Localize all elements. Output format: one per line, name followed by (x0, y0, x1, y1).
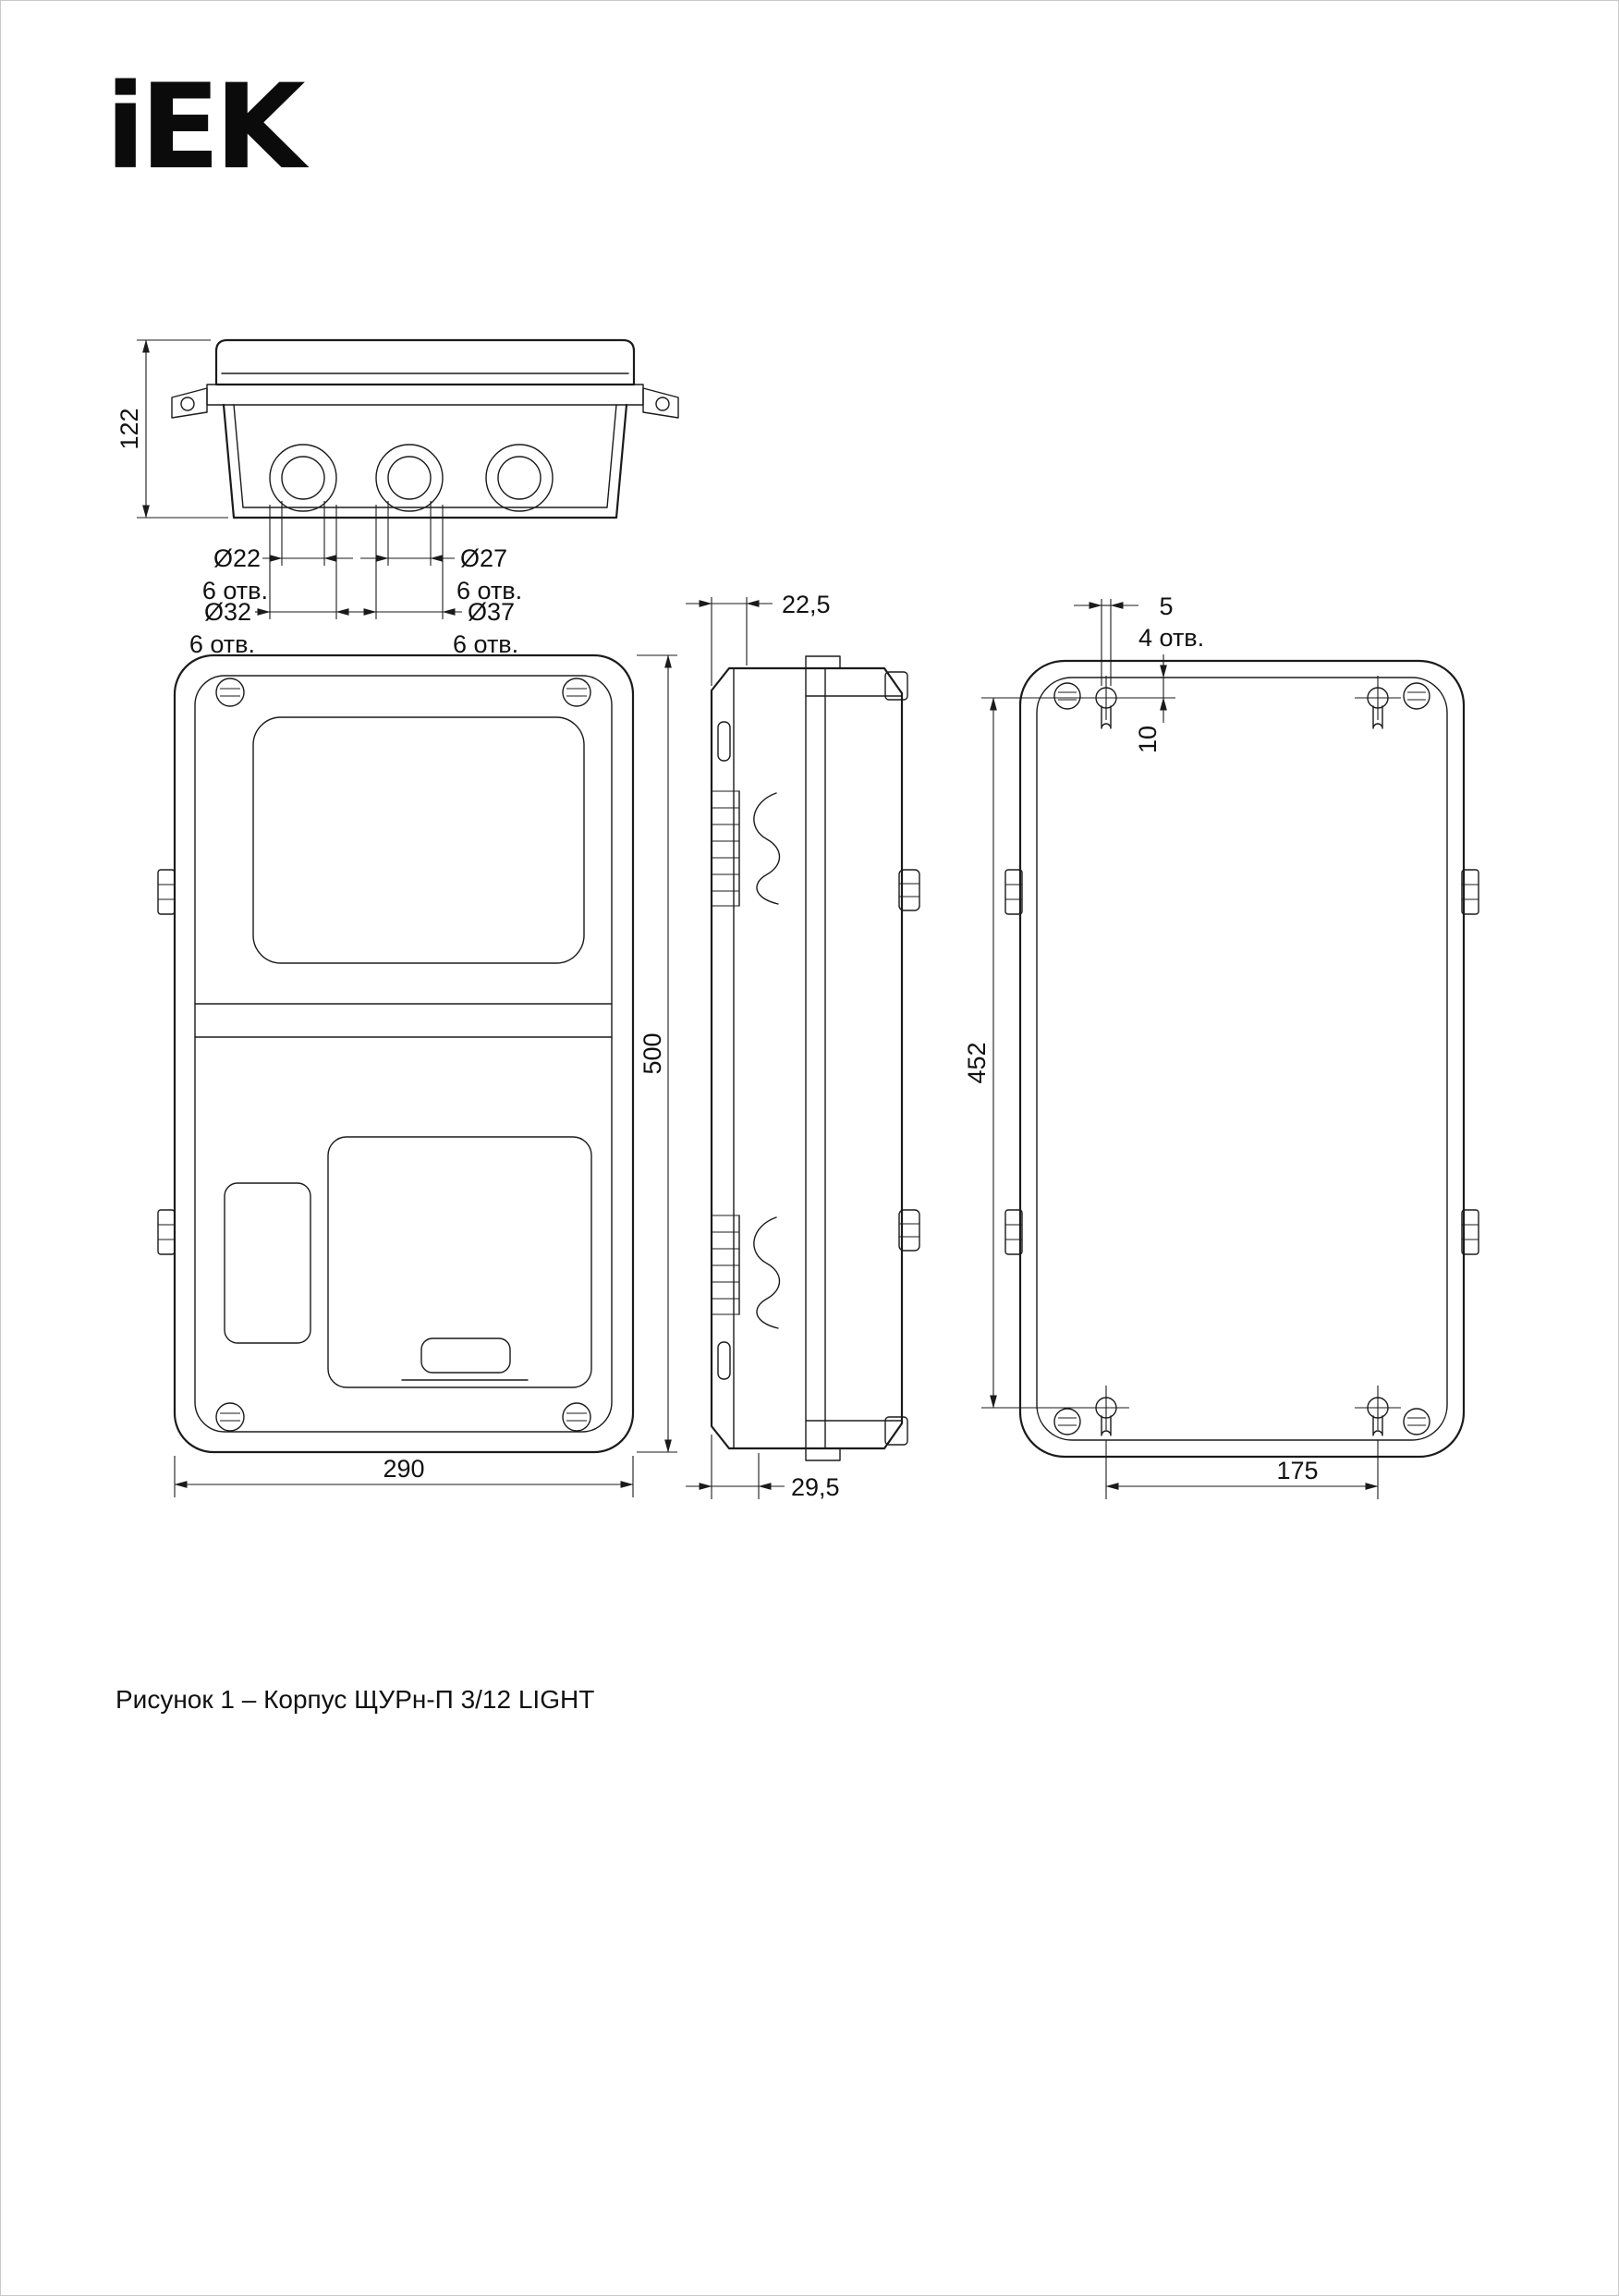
knockout-dia-label-0: Ø22 (213, 544, 261, 572)
dim-label-depth: 122 (116, 408, 143, 449)
hinge-lug-upper (898, 869, 920, 911)
knockout-dia-label-2: Ø32 (204, 598, 251, 626)
vent-ladder-lower (712, 1215, 740, 1315)
corner-screw (215, 1402, 245, 1432)
dim-label-back-slot-width: 5 (1159, 592, 1173, 620)
cable-knockout-3 (485, 444, 554, 512)
corner-screw (1053, 1408, 1081, 1435)
side-view: 22,5 29,5 (686, 591, 920, 1501)
dim-label-front-height: 500 (639, 1032, 666, 1074)
label-plate (224, 1182, 311, 1344)
dim-label-front-width: 290 (383, 1455, 424, 1483)
latch-grip (401, 1337, 529, 1381)
latch-clip-bottom (884, 1416, 908, 1446)
back-view: 5 4 отв. 10 452 175 (963, 592, 1479, 1499)
cable-knockout-1 (269, 444, 337, 512)
side-slot-upper (717, 721, 731, 762)
mounting-keyhole (1355, 1386, 1401, 1436)
dim-depth: 122 (116, 339, 228, 519)
din-clip-upper (753, 792, 781, 905)
corner-screw (215, 678, 245, 707)
dim-back-hole-offset: 10 (1129, 654, 1175, 753)
dim-label-back-mount-width: 175 (1276, 1457, 1318, 1484)
front-outline (173, 653, 635, 1454)
cable-knockout-2 (375, 444, 444, 512)
iek-logo: iEK (105, 58, 310, 195)
dim-front-width: 290 (174, 1455, 634, 1497)
knockout-count-label-0: 6 отв. (202, 577, 268, 605)
corner-screw (1403, 1408, 1430, 1435)
knockout-dia-label-1: Ø27 (460, 544, 507, 572)
dim-back-mount-height: 452 (963, 697, 1083, 1409)
dim-front-height: 500 (637, 654, 677, 1453)
hatch-door (327, 1136, 592, 1388)
front-door-face (194, 675, 613, 1433)
knockout-count-label-2: 6 отв. (189, 630, 255, 658)
back-inner-face (1036, 677, 1448, 1441)
knockout-dims: Ø22 6 отв. Ø27 6 отв. Ø32 6 отв. Ø37 (189, 501, 522, 658)
wall-mount-ear-left (171, 387, 208, 419)
hinge-lug-lower (898, 1209, 920, 1252)
mounting-keyhole (1355, 676, 1401, 729)
figure-caption: Рисунок 1 – Корпус ЩУРн-П 3/12 LIGHT (116, 1685, 594, 1714)
dim-label-back-mount-height: 452 (963, 1042, 991, 1083)
top-view: 122 Ø22 6 отв. Ø27 6 отв. Ø3 (116, 338, 679, 658)
mounting-keyhole (1083, 1386, 1129, 1436)
vent-ladder-upper (712, 790, 740, 907)
corner-screw (562, 1402, 591, 1432)
knockout-count-label-3: 6 отв. (453, 630, 518, 658)
wall-mount-ear-right (642, 387, 679, 419)
latch-clip-top (884, 671, 908, 701)
corner-screw (562, 678, 591, 707)
dim-back-slot-width: 5 4 отв. (1074, 592, 1204, 686)
side-slot-lower (717, 1341, 731, 1380)
dim-label-back-hole-offset: 10 (1134, 726, 1162, 753)
hinge-tab-back (1004, 869, 1479, 1255)
knockout-dia-label-3: Ø37 (468, 598, 515, 626)
corner-screw (1403, 682, 1430, 710)
dim-side-lid-depth: 22,5 (686, 591, 831, 686)
back-outline (1018, 659, 1466, 1459)
front-view: 290 500 (157, 653, 677, 1497)
dim-label-side-base-depth: 29,5 (791, 1473, 840, 1501)
dim-back-mount-width: 175 (1105, 1440, 1379, 1499)
lid-boss-top (805, 655, 841, 669)
hinge-tab-left-upper (157, 869, 176, 915)
din-clip-lower (753, 1216, 781, 1329)
knockout-count-label-1: 6 отв. (456, 577, 522, 605)
corner-screw (1053, 682, 1081, 710)
dim-side-base-depth: 29,5 (686, 1435, 840, 1501)
lid-boss-bottom (805, 1447, 841, 1461)
hinge-tab-left-lower (157, 1209, 176, 1255)
side-outline (710, 666, 904, 1450)
dim-label-side-lid-depth: 22,5 (782, 591, 831, 618)
mounting-keyhole (1083, 676, 1129, 729)
back-holes-count-label: 4 отв. (1138, 624, 1204, 652)
meter-window (252, 716, 585, 964)
